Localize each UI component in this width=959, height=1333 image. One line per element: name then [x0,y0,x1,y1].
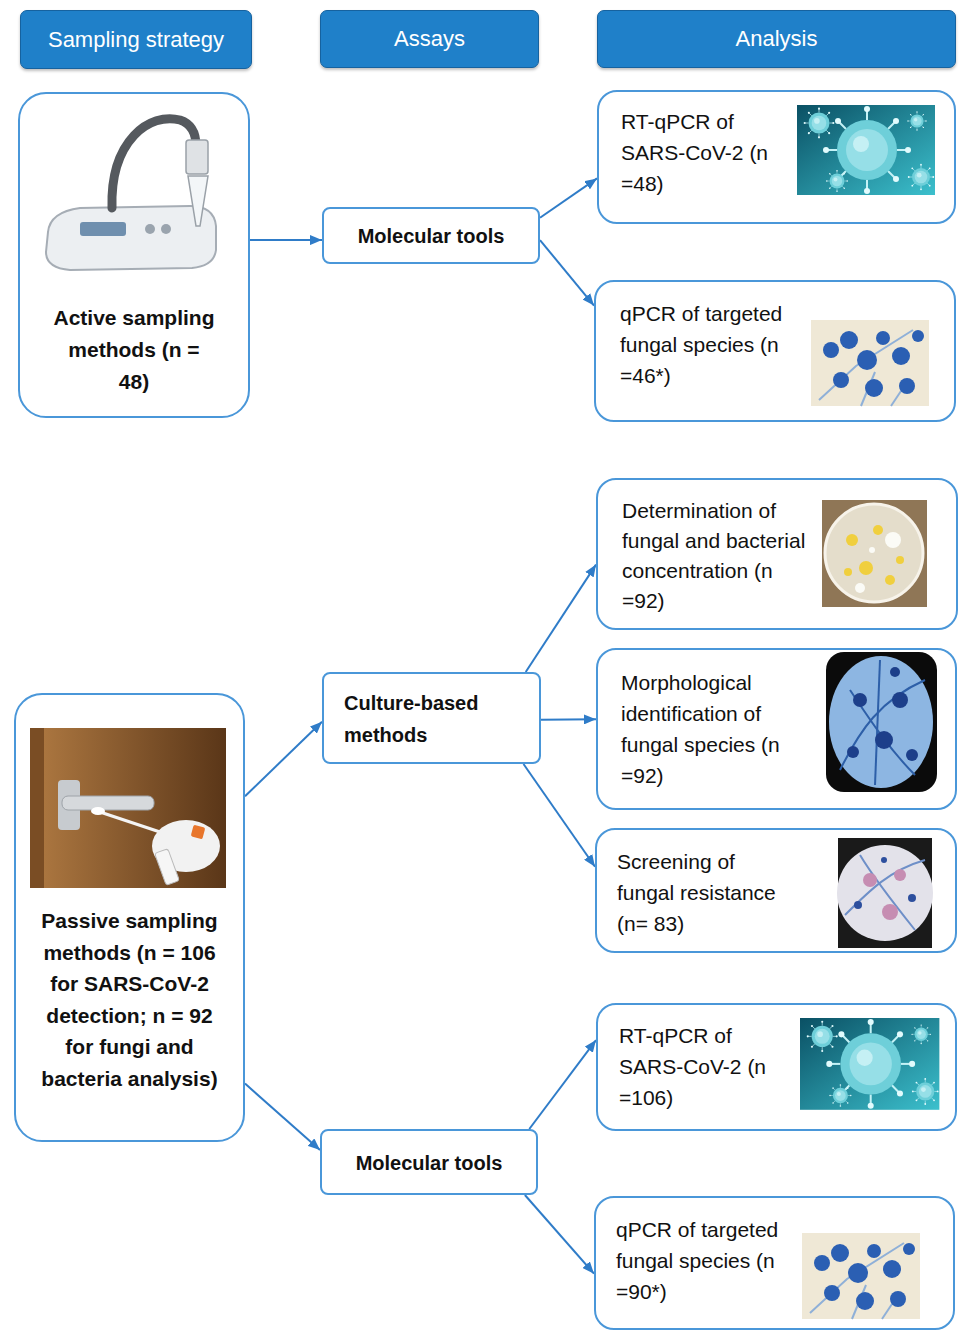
box-label: Passive sampling methods (n = 106 for SA… [39,905,220,1094]
flow-arrow [541,718,596,721]
flow-arrow [245,1084,320,1151]
fungi-micrograph [811,320,929,406]
analysis-box: Screening of fungal resistance (n= 83) [595,828,957,953]
assay-box: Culture-based methods [322,672,541,764]
assay-box: Molecular tools [322,207,540,264]
resistance-screening-photo [837,838,933,948]
flow-arrow [525,1195,594,1274]
box-label: qPCR of targeted fungal species (n =90*) [616,1214,806,1307]
box-label: Molecular tools [332,222,530,250]
analysis-box: RT-qPCR of SARS-CoV-2 (n =106) [596,1003,957,1131]
petri-dish-photo [822,500,927,607]
analysis-box: Determination of fungal and bacterial co… [596,478,958,630]
flow-arrow [526,565,596,672]
box-label: Morphological identification of fungal s… [621,667,821,791]
box-label: RT-qPCR of SARS-CoV-2 (n =106) [619,1020,799,1113]
box-label: qPCR of targeted fungal species (n =46*) [620,298,810,391]
box-label: Active sampling methods (n = 48) [51,302,217,398]
box-label: Determination of fungal and bacterial co… [622,496,818,616]
analysis-box: qPCR of targeted fungal species (n =90*) [594,1196,955,1330]
analysis-box: Morphological identification of fungal s… [596,648,957,810]
box-label: Screening of fungal resistance (n= 83) [617,846,797,939]
flow-arrow [245,722,322,797]
surface-swab-photo [30,728,226,888]
box-label: Molecular tools [330,1149,528,1177]
assay-box: Molecular tools [320,1129,538,1195]
virus-image [797,105,935,195]
flow-arrow [524,764,596,867]
analysis-box: qPCR of targeted fungal species (n =46*) [594,280,956,422]
flow-arrow [529,1040,596,1129]
header-box: Sampling strategy [20,10,252,69]
virus-image [800,1018,939,1110]
column-heading: Sampling strategy [27,24,245,55]
box-label: Culture-based methods [344,687,524,751]
analysis-box: RT-qPCR of SARS-CoV-2 (n =48) [597,90,956,224]
flow-arrow [540,178,597,217]
box-label: RT-qPCR of SARS-CoV-2 (n =48) [621,106,801,199]
header-box: Assays [320,10,539,68]
flow-arrow [250,239,322,241]
column-heading: Assays [327,23,532,54]
flow-arrow [540,240,594,306]
header-box: Analysis [597,10,956,68]
fungi-morphology-photo [826,652,937,792]
column-heading: Analysis [604,23,949,54]
air-sampler-device [46,119,216,270]
sampling-box: Active sampling methods (n = 48) [18,92,250,418]
fungi-micrograph [802,1233,920,1319]
sampling-box: Passive sampling methods (n = 106 for SA… [14,693,245,1142]
